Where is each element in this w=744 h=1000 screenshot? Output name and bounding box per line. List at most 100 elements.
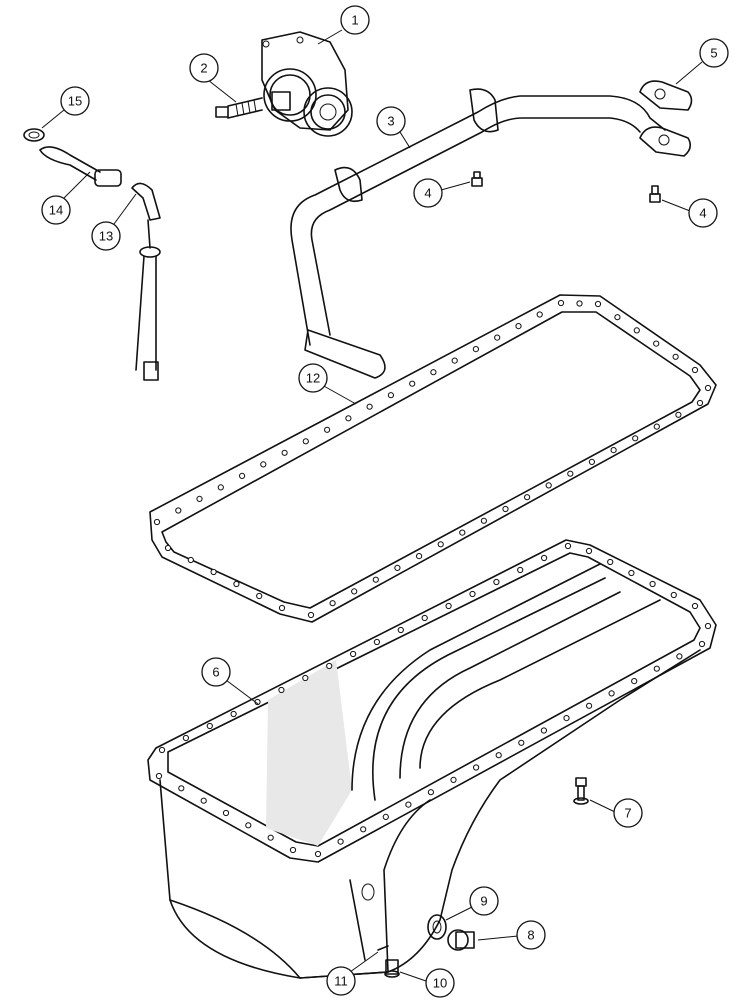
- callout-11-label: 11: [334, 974, 348, 989]
- bolt-hole: [373, 638, 380, 646]
- bolt-hole: [387, 392, 394, 399]
- bolt-hole: [502, 505, 509, 513]
- bolt-hole: [445, 602, 452, 610]
- bolt-hole: [222, 809, 230, 817]
- bolt-hole: [631, 678, 638, 685]
- bolt-hole: [628, 569, 635, 577]
- bolt-hole: [696, 399, 704, 407]
- oil-pan: [147, 539, 717, 979]
- bolt-hole: [307, 611, 315, 619]
- tube-flange: [639, 80, 693, 157]
- oil-pan-gasket: [149, 294, 717, 623]
- bolt-hole: [196, 495, 203, 502]
- bolt-hole: [350, 650, 357, 658]
- bolt-hole: [366, 403, 373, 410]
- callout-2: 2: [189, 53, 237, 103]
- bolt-hole: [200, 797, 207, 804]
- bolt-hole: [541, 554, 548, 562]
- gasket-bolt-holes: [153, 299, 712, 619]
- callout-8: 8: [477, 920, 546, 950]
- bolt-hole: [329, 600, 336, 607]
- callout-13-label: 13: [99, 229, 113, 244]
- oil-pump: [261, 31, 353, 137]
- bolt-hole: [524, 494, 531, 501]
- bolt-hole: [245, 822, 252, 829]
- bolt-hole: [175, 507, 182, 514]
- bolt-hole: [289, 846, 297, 854]
- bolt-hole: [653, 423, 660, 430]
- callout-1: 1: [317, 5, 370, 45]
- bolt-hole: [653, 665, 660, 672]
- bolt-hole: [518, 739, 525, 746]
- bolt-hole: [182, 734, 189, 742]
- dipstick-tube-13: [131, 182, 161, 381]
- callout-11: 11: [326, 951, 379, 996]
- bolt-hole: [302, 438, 309, 445]
- callout-10-label: 10: [433, 976, 447, 991]
- bolt-hole: [450, 776, 457, 784]
- bolt-hole: [281, 449, 288, 456]
- bolt-hole: [459, 529, 466, 536]
- bolt-hole: [324, 426, 331, 433]
- bolt-hole: [409, 380, 416, 387]
- callout-4b-label: 4: [699, 206, 706, 221]
- washer-15: [23, 128, 45, 142]
- bolt-hole: [472, 346, 479, 353]
- bolt-hole: [469, 590, 476, 598]
- bolt-hole: [545, 482, 552, 489]
- bolt-hole: [337, 838, 344, 845]
- callout-12: 12: [298, 363, 357, 405]
- callout-7: 7: [589, 798, 643, 828]
- callout-1-label: 1: [351, 13, 358, 28]
- bolt-hole: [676, 653, 683, 660]
- drain-plug-8: [447, 929, 475, 951]
- callout-3-label: 3: [387, 114, 394, 129]
- bolt-hole: [217, 484, 224, 491]
- plug-10: [384, 959, 400, 978]
- bolt-hole: [517, 566, 524, 574]
- bolt-hole: [670, 591, 677, 599]
- pin-11: [377, 945, 389, 951]
- bolt-hole: [416, 553, 423, 560]
- callout-6-label: 6: [212, 665, 219, 680]
- bolt-hole: [302, 674, 309, 682]
- callout-13: 13: [91, 193, 137, 251]
- bolt-hole: [494, 334, 501, 341]
- bolt-hole: [576, 300, 583, 307]
- bolt-hole: [260, 461, 267, 468]
- bolt-hole: [649, 580, 656, 588]
- bolt-hole: [567, 470, 574, 477]
- bolt-hole: [480, 517, 487, 524]
- bolt-hole: [230, 710, 237, 718]
- callout-5: 5: [675, 38, 729, 85]
- bolt-hole: [585, 547, 593, 555]
- callout-14-label: 14: [49, 203, 63, 218]
- bolt-hole: [698, 640, 706, 648]
- bolt-hole: [632, 435, 639, 442]
- bolt-hole: [704, 622, 712, 630]
- bolt-hole: [314, 850, 322, 858]
- bolt-hole: [704, 384, 712, 392]
- bolt-hole: [633, 327, 640, 334]
- bolt-hole: [382, 813, 389, 821]
- bolt-hole: [675, 411, 682, 418]
- bolt-hole: [540, 727, 548, 734]
- bolt-hole: [155, 772, 163, 780]
- callout-10: 10: [399, 968, 455, 998]
- screw-7: [573, 777, 589, 805]
- callout-6: 6: [201, 657, 259, 705]
- bolt-hole: [421, 614, 428, 622]
- bolt-hole: [233, 580, 240, 588]
- callout-3: 3: [376, 106, 411, 149]
- bolt-hole: [405, 801, 412, 808]
- drain-washer-9: [427, 914, 447, 940]
- callout-2-label: 2: [200, 61, 207, 76]
- bolt-hole: [691, 602, 699, 610]
- callout-12-label: 12: [306, 371, 320, 386]
- bolt-hole: [473, 764, 480, 771]
- callout-8-label: 8: [527, 928, 534, 943]
- bolt-hole: [397, 626, 404, 634]
- callout-7-label: 7: [624, 806, 631, 821]
- suction-tube: [290, 88, 666, 379]
- bolt-hole: [187, 556, 194, 564]
